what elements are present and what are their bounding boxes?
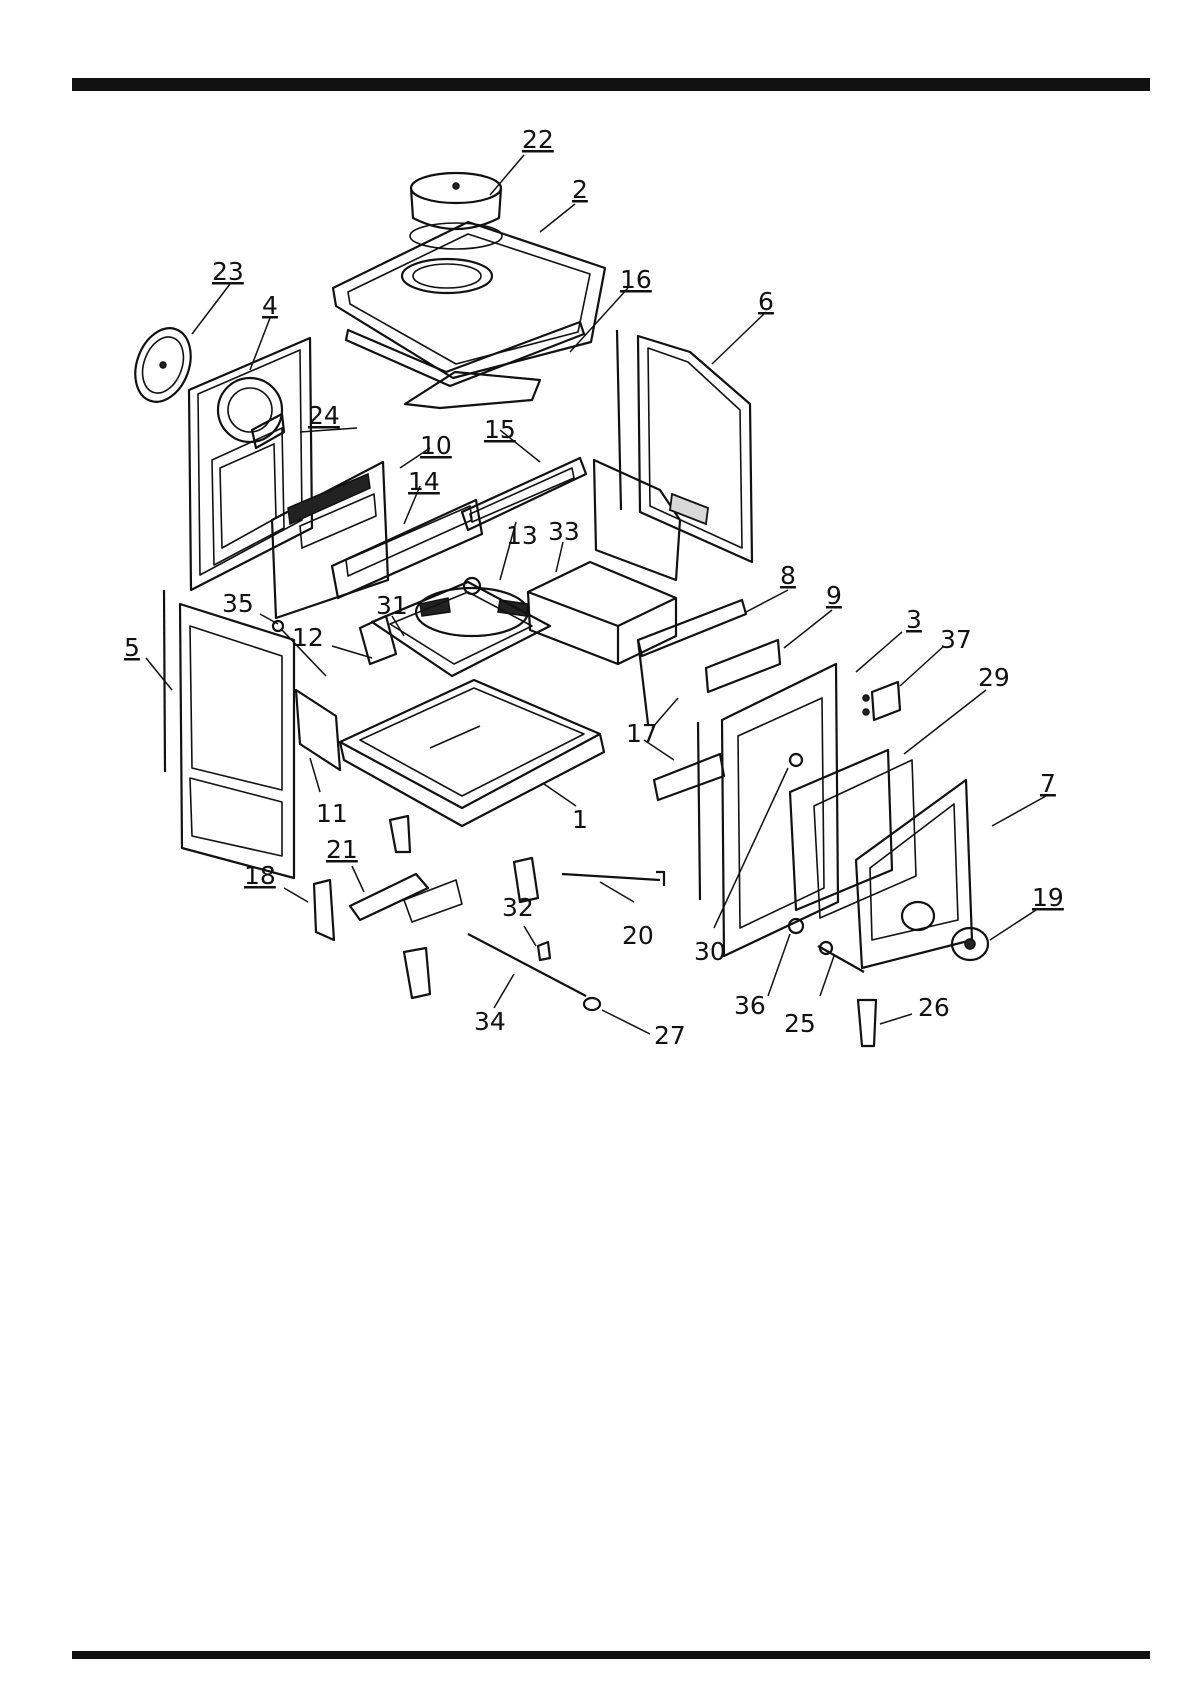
callout-29: 29 — [978, 663, 1010, 692]
part-leg-rear — [390, 816, 410, 852]
part-32-clip — [538, 942, 550, 960]
callout-33: 33 — [548, 517, 580, 546]
part-22-flue-collar — [410, 173, 502, 249]
callout-15: 15 — [484, 415, 516, 444]
part-17-lever — [654, 754, 724, 800]
part-5-left-front-panel — [164, 590, 294, 878]
part-25-spindle — [818, 942, 864, 972]
part-37-hinge — [863, 682, 900, 720]
callout-30: 30 — [694, 937, 726, 966]
part-34-riddling-rod — [468, 934, 586, 996]
part-18-leg — [314, 880, 334, 940]
part-right-firebrick — [594, 460, 708, 580]
part-26-handle — [858, 1000, 876, 1046]
part-4-left-rear-panel — [189, 338, 312, 590]
part-33-ash-pan — [528, 562, 676, 664]
callout-14: 14 — [408, 467, 440, 496]
footer-rule — [72, 1651, 1150, 1659]
callout-19: 19 — [1032, 883, 1064, 912]
callout-21: 21 — [326, 835, 358, 864]
callout-24: 24 — [308, 401, 340, 430]
callout-34: 34 — [474, 1007, 506, 1036]
callout-37: 37 — [940, 625, 972, 654]
callout-6: 6 — [758, 287, 774, 316]
part-11-side-brick — [296, 690, 340, 770]
callout-10: 10 — [420, 431, 452, 460]
callout-20: 20 — [622, 921, 654, 950]
part-27-collar — [584, 998, 600, 1010]
callout-18: 18 — [244, 861, 276, 890]
part-1-base — [340, 680, 604, 826]
part-20-poker — [562, 872, 664, 886]
callout-23: 23 — [212, 257, 244, 286]
callout-32: 32 — [502, 893, 534, 922]
part-30-latch — [790, 754, 802, 766]
callout-3: 3 — [906, 605, 922, 634]
callout-12: 12 — [292, 623, 324, 652]
part-9-frame-bracket — [706, 640, 780, 692]
part-6-right-panel — [617, 330, 752, 562]
leader-lines — [146, 155, 1046, 1034]
callout-16: 16 — [620, 265, 652, 294]
callout-5: 5 — [124, 633, 140, 662]
part-14-grate-bar — [332, 500, 482, 598]
part-21-ash-lip — [350, 874, 462, 922]
callout-11: 11 — [316, 799, 348, 828]
callout-1: 1 — [572, 805, 588, 834]
callout-13: 13 — [506, 521, 538, 550]
callout-22: 22 — [522, 125, 554, 154]
part-2-top-plate — [333, 222, 605, 378]
callout-9: 9 — [826, 581, 842, 610]
callout-35: 35 — [222, 589, 254, 618]
part-8-door-rail — [638, 600, 746, 724]
callout-7: 7 — [1040, 769, 1056, 798]
callout-27: 27 — [654, 1021, 686, 1050]
callout-8: 8 — [780, 561, 796, 590]
callout-2: 2 — [572, 175, 588, 204]
callout-31: 31 — [376, 591, 408, 620]
callout-4: 4 — [262, 291, 278, 320]
callout-26: 26 — [918, 993, 950, 1022]
part-leg-front — [404, 948, 430, 998]
callout-36: 36 — [734, 991, 766, 1020]
callout-25: 25 — [784, 1009, 816, 1038]
part-29-door-glass — [790, 750, 916, 918]
callout-17: 17 — [626, 719, 658, 748]
